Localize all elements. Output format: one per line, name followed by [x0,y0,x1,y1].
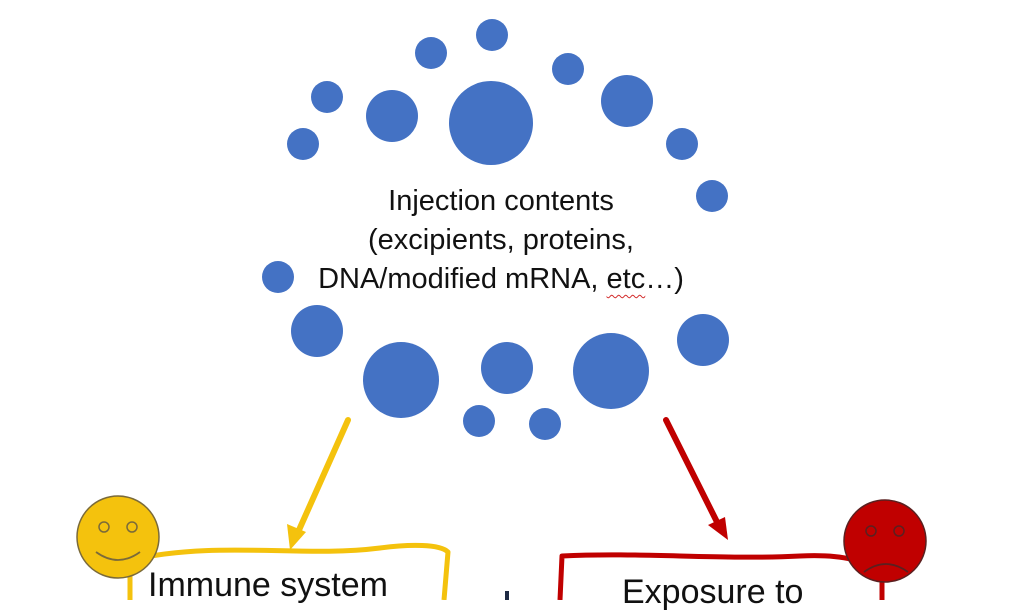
particle [262,261,294,293]
particle [476,19,508,51]
particle-large [363,342,439,418]
particle [677,314,729,366]
particle [291,305,343,357]
particle [666,128,698,160]
spellcheck-word: etc [606,263,646,295]
line3-suffix: …) [645,263,684,295]
particle [552,53,584,85]
particle-large [573,333,649,409]
arrow-left [287,417,351,550]
particle-large [449,81,533,165]
injection-contents-line2: (excipients, proteins, [368,224,634,256]
particle [287,128,319,160]
injection-contents-line3: DNA/modified mRNA, etc…) [256,260,746,298]
particle [311,81,343,113]
right-box-label: Exposure to [622,573,804,611]
particle [601,75,653,127]
particle [463,405,495,437]
left-box-outline [127,542,451,600]
middle-mark [505,591,509,600]
line3-prefix: DNA/modified mRNA, [318,263,607,295]
particle [696,180,728,212]
frowny-face-icon [843,499,927,583]
arrow-right [663,417,728,540]
particle [366,90,418,142]
particle [481,342,533,394]
injection-contents-line1: Injection contents [388,185,614,217]
particle [529,408,561,440]
particle [415,37,447,69]
left-box-label: Immune system [148,566,388,604]
particle-ring [262,19,729,440]
smiley-face-icon [76,495,160,579]
